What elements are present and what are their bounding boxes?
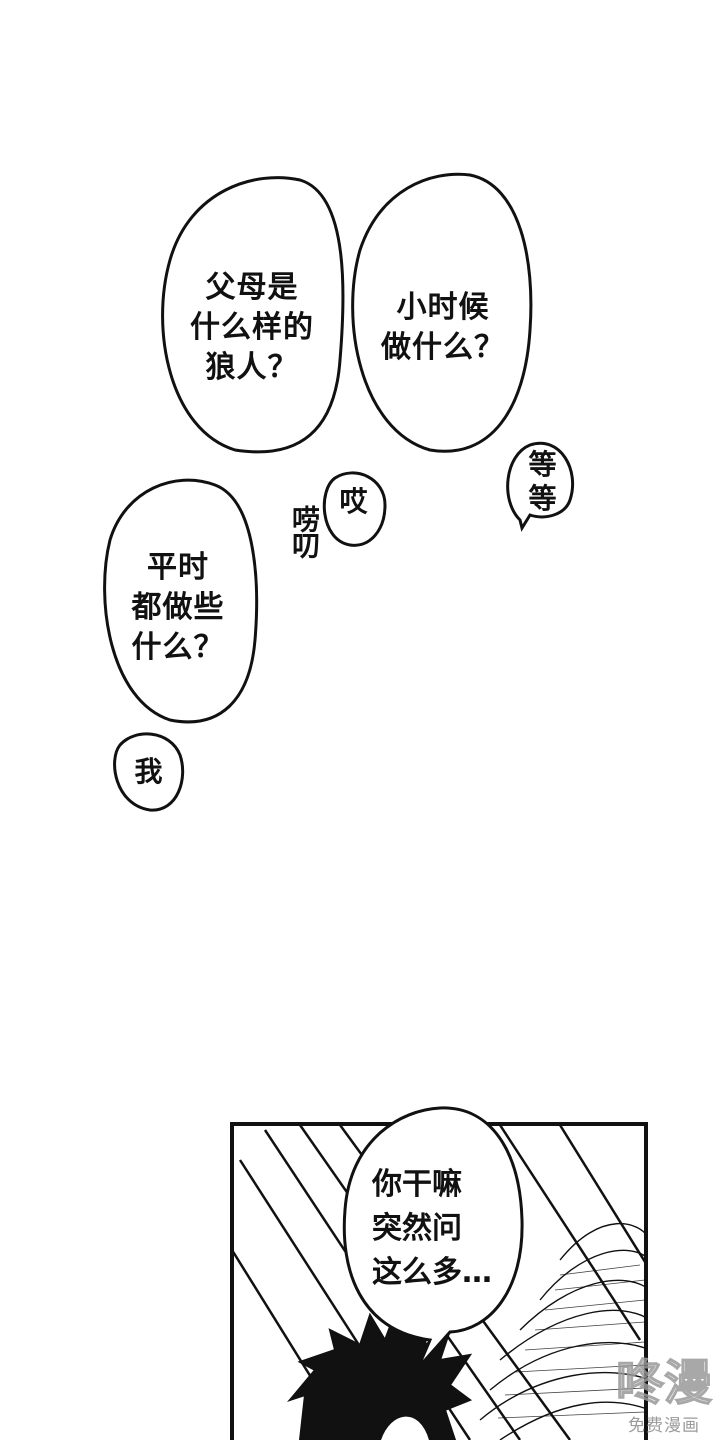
parents-text: 父母是 什么样的 狼人？ xyxy=(190,270,314,385)
me-text: 我 xyxy=(134,755,164,788)
upper-bubbles-art xyxy=(103,172,575,812)
question-bubble xyxy=(342,1106,524,1369)
watermark: 咚漫 免费漫画 xyxy=(615,1354,713,1436)
wait-bubble xyxy=(506,441,575,532)
question-text: 你干嘛 突然问 这么多… xyxy=(372,1167,492,1290)
watermark-caption: 免费漫画 xyxy=(627,1416,700,1436)
childhood-bubble xyxy=(351,172,533,453)
parents-bubble xyxy=(161,176,345,454)
me-bubble xyxy=(113,732,185,812)
usual-bubble xyxy=(103,478,259,724)
watermark-logo: 咚漫 xyxy=(615,1354,713,1412)
wait-text: 等 等 xyxy=(528,448,558,515)
ai-bubble xyxy=(322,471,387,547)
ai-text: 哎 xyxy=(339,485,369,518)
nag-sfx: 唠叨 xyxy=(288,505,321,557)
usual-text: 平时 都做些 什么？ xyxy=(131,550,225,665)
childhood-text: 小时候 做什么？ xyxy=(381,290,505,365)
